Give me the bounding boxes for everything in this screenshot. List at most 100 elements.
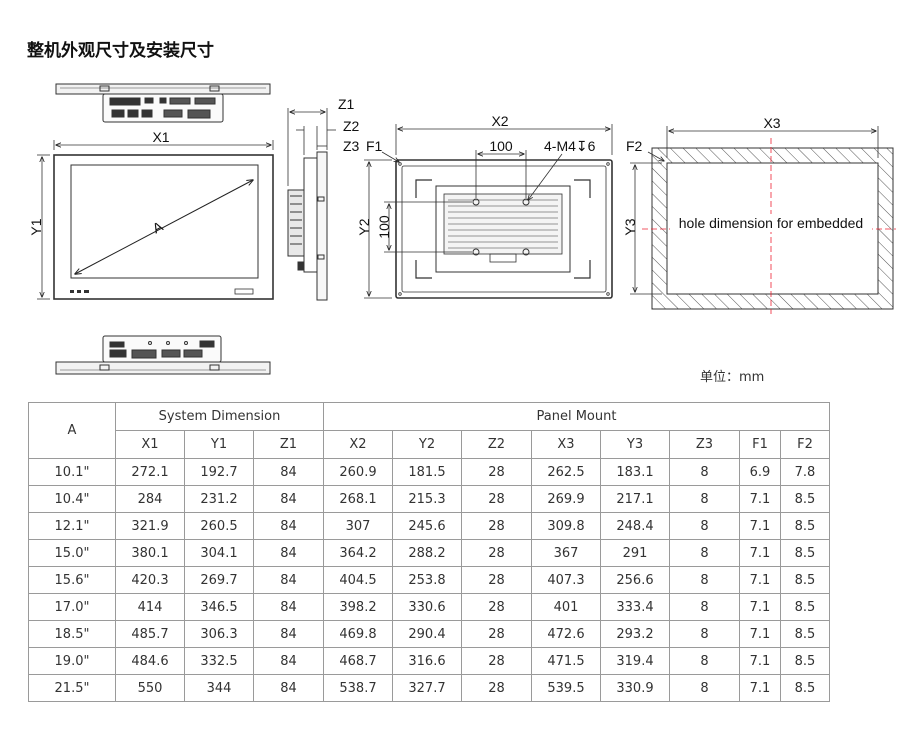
- table-cell: 15.6": [28, 566, 116, 594]
- table-header-row: X1 Y1 Z1 X2 Y2 Z2 X3 Y3 Z3 F1 F2: [29, 430, 830, 459]
- table-cell: 8.5: [780, 566, 830, 594]
- table-cell: 468.7: [323, 647, 393, 675]
- table-cell: 330.6: [392, 593, 462, 621]
- table-cell: 15.0": [28, 539, 116, 567]
- table-cell: 380.1: [115, 539, 185, 567]
- table-cell: 288.2: [392, 539, 462, 567]
- table-cell: 327.7: [392, 674, 462, 702]
- table-cell: 28: [461, 620, 532, 648]
- label-z3: Z3: [343, 138, 360, 154]
- table-cell: 84: [253, 539, 324, 567]
- table-cell: 28: [461, 647, 532, 675]
- table-cell: 8.5: [780, 593, 830, 621]
- table-cell: 260.5: [184, 512, 254, 540]
- table-cell: 6.9: [739, 458, 781, 486]
- header-y2: Y2: [392, 430, 462, 459]
- table-cell: 245.6: [392, 512, 462, 540]
- table-cell: 262.5: [531, 458, 601, 486]
- table-cell: 407.3: [531, 566, 601, 594]
- label-x1: X1: [152, 129, 169, 145]
- table-cell: 256.6: [600, 566, 670, 594]
- x1-dimension: [53, 140, 274, 150]
- table-cell: 84: [253, 485, 324, 513]
- table-group-row: A System Dimension Panel Mount: [28, 402, 830, 459]
- table-cell: 8: [669, 620, 740, 648]
- table-cell: 19.0": [28, 647, 116, 675]
- table-cell: 364.2: [323, 539, 393, 567]
- front-view: [53, 154, 274, 300]
- table-cell: 260.9: [323, 458, 393, 486]
- table-cell: 28: [461, 593, 532, 621]
- table-cell: 8: [669, 566, 740, 594]
- table-cell: 8.5: [780, 485, 830, 513]
- table-cell: 28: [461, 485, 532, 513]
- table-cell: 192.7: [184, 458, 254, 486]
- table-cell: 28: [461, 539, 532, 567]
- table-cell: 420.3: [115, 566, 185, 594]
- table-cell: 307: [323, 512, 393, 540]
- table-cell: 269.7: [184, 566, 254, 594]
- table-cell: 398.2: [323, 593, 393, 621]
- table-cell: 538.7: [323, 674, 393, 702]
- table-cell: 7.8: [780, 458, 830, 486]
- label-z2: Z2: [343, 118, 360, 134]
- table-cell: 10.4": [28, 485, 116, 513]
- table-cell: 84: [253, 566, 324, 594]
- table-cell: 284: [115, 485, 185, 513]
- table-cell: 8.5: [780, 647, 830, 675]
- side-view: [287, 151, 328, 301]
- table-cell: 217.1: [600, 485, 670, 513]
- table-cell: 8: [669, 674, 740, 702]
- table-cell: 8.5: [780, 620, 830, 648]
- label-z1: Z1: [338, 96, 355, 112]
- table-cell: 304.1: [184, 539, 254, 567]
- table-cell: 7.1: [739, 620, 781, 648]
- header-y3: Y3: [600, 430, 670, 459]
- table-cell: 248.4: [600, 512, 670, 540]
- table-cell: 291: [600, 539, 670, 567]
- unit-label: 单位：mm: [700, 370, 765, 385]
- table-cell: 84: [253, 674, 324, 702]
- table-cell: 293.2: [600, 620, 670, 648]
- y1-dimension: [37, 154, 50, 300]
- table-cell: 8.5: [780, 512, 830, 540]
- header-z2: Z2: [461, 430, 532, 459]
- table-cell: 484.6: [115, 647, 185, 675]
- table-cell: 8: [669, 539, 740, 567]
- label-y2: Y2: [356, 218, 372, 235]
- label-x2: X2: [491, 113, 508, 129]
- table-cell: 330.9: [600, 674, 670, 702]
- label-y1: Y1: [28, 218, 44, 235]
- bottom-view: [55, 335, 271, 375]
- table-cell: 346.5: [184, 593, 254, 621]
- table-cell: 471.5: [531, 647, 601, 675]
- table-cell: 272.1: [115, 458, 185, 486]
- embed-note: hole dimension for embedded: [679, 215, 863, 231]
- table-cell: 28: [461, 674, 532, 702]
- table-cell: 8.5: [780, 539, 830, 567]
- header-x3: X3: [531, 430, 601, 459]
- table-cell: 8: [669, 512, 740, 540]
- label-f2: F2: [626, 138, 643, 154]
- top-view: [55, 83, 271, 123]
- table-cell: 18.5": [28, 620, 116, 648]
- table-cell: 7.1: [739, 539, 781, 567]
- table-cell: 306.3: [184, 620, 254, 648]
- table-cell: 269.9: [531, 485, 601, 513]
- table-cell: 7.1: [739, 512, 781, 540]
- header-f2: F2: [780, 430, 830, 459]
- table-cell: 404.5: [323, 566, 393, 594]
- header-z3: Z3: [669, 430, 740, 459]
- table-cell: 8: [669, 458, 740, 486]
- header-panel-mount: Panel Mount: [323, 402, 830, 431]
- table-cell: 84: [253, 512, 324, 540]
- table-cell: 7.1: [739, 647, 781, 675]
- table-cell: 10.1": [28, 458, 116, 486]
- table-cell: 7.1: [739, 674, 781, 702]
